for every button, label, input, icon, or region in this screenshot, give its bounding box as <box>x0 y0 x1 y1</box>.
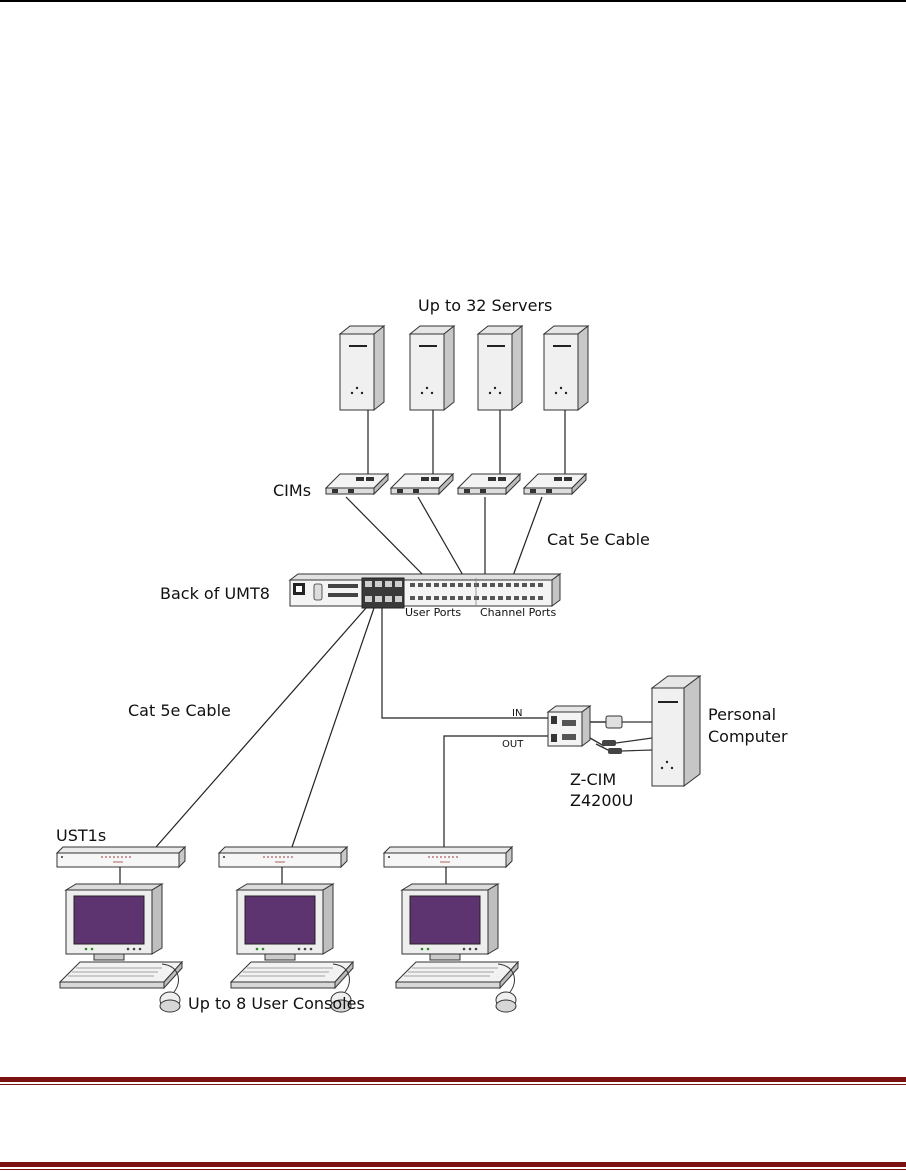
channel-ports-label: Channel Ports <box>480 606 556 619</box>
user-consoles-label: Up to 8 User Consoles <box>188 994 365 1013</box>
out-label: OUT <box>502 739 524 750</box>
cat5e-cable-label-left: Cat 5e Cable <box>128 701 231 720</box>
footer-rule-top <box>0 1077 906 1082</box>
footer-rule-bottom-thin <box>0 1169 906 1170</box>
cim-1 <box>325 473 389 495</box>
umt8-label: Back of UMT8 <box>160 584 270 603</box>
in-label: IN <box>512 708 522 719</box>
cims-label: CIMs <box>273 481 311 500</box>
server-tower-2 <box>409 325 455 411</box>
ust1-unit-2 <box>218 846 348 868</box>
server-tower-4 <box>543 325 589 411</box>
user-console-3 <box>395 883 519 1013</box>
user-ports-label: User Ports <box>405 606 461 619</box>
pc-label-line2: Computer <box>708 727 788 746</box>
z-cim-z4200u <box>546 705 653 754</box>
personal-computer-tower <box>650 675 702 787</box>
cim-2 <box>390 473 454 495</box>
server-cables <box>367 410 566 475</box>
server-tower-3 <box>477 325 523 411</box>
header-rule <box>0 0 906 2</box>
footer-rule-top-thin <box>0 1084 906 1085</box>
servers-label: Up to 32 Servers <box>418 296 552 315</box>
user-console-2 <box>230 883 354 1013</box>
zcim-label-line1: Z-CIM <box>570 770 616 789</box>
ust1-unit-3 <box>383 846 513 868</box>
user-console-1 <box>59 883 183 1013</box>
footer-rule-bottom <box>0 1162 906 1167</box>
cim-3 <box>457 473 521 495</box>
umt8-back-panel <box>288 573 562 609</box>
cat5e-user-cables <box>155 607 548 848</box>
cim-4 <box>523 473 587 495</box>
cat5e-cable-label-top: Cat 5e Cable <box>547 530 650 549</box>
cat5e-channel-cables <box>345 496 543 585</box>
pc-label-line1: Personal <box>708 705 776 724</box>
ust1-unit-1 <box>56 846 186 868</box>
zcim-label-line2: Z4200U <box>570 791 633 810</box>
server-tower-1 <box>339 325 385 411</box>
ust1s-label: UST1s <box>56 826 106 845</box>
console-cables <box>119 867 447 884</box>
